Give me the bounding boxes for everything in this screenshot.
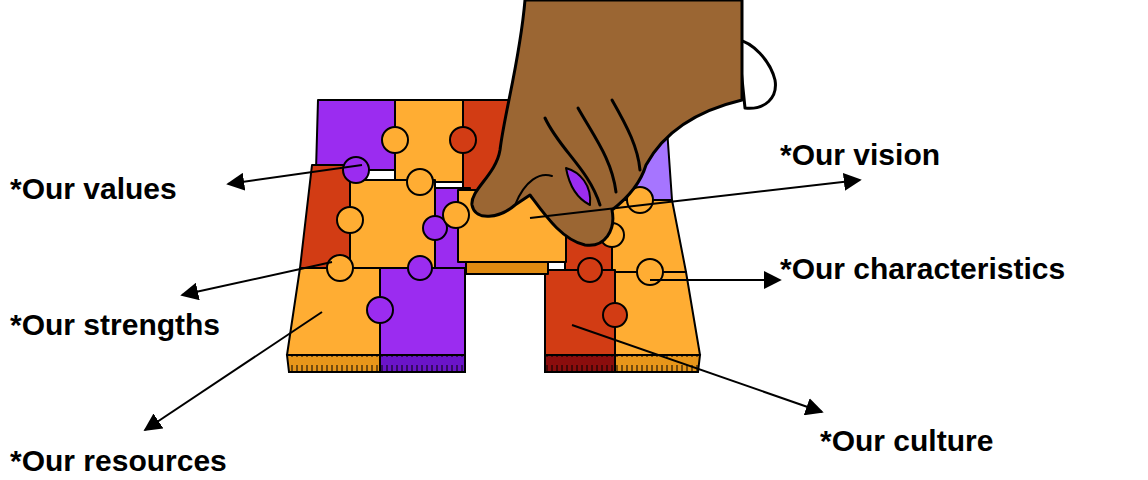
puzzle-knob bbox=[637, 259, 663, 285]
puzzle-knob bbox=[327, 255, 353, 281]
board-front-edge bbox=[287, 355, 700, 372]
puzzle-knob bbox=[337, 207, 363, 233]
leader-line bbox=[182, 262, 332, 295]
ruler-ticks bbox=[545, 355, 699, 372]
ruler-ticks bbox=[288, 355, 465, 372]
leader-lines bbox=[145, 165, 860, 430]
puzzle-piece-glimpse bbox=[566, 168, 590, 205]
label-text: *Our resources bbox=[10, 444, 330, 478]
label-text: *Our characteristics bbox=[780, 252, 1146, 286]
sleeve-cuff bbox=[738, 40, 775, 108]
leader-line bbox=[650, 279, 780, 281]
puzzle-knob bbox=[407, 169, 433, 195]
label-text: *Our vision bbox=[780, 138, 1140, 172]
label-text: *Our culture bbox=[820, 424, 1140, 458]
label-text: *Our values bbox=[10, 172, 270, 206]
puzzle-knob bbox=[443, 202, 469, 228]
puzzle-knob bbox=[382, 127, 408, 153]
thumb-line bbox=[515, 175, 552, 205]
leader-line bbox=[572, 325, 822, 412]
puzzle-knob bbox=[603, 303, 627, 327]
puzzle-piece bbox=[287, 268, 380, 355]
hand-illustration bbox=[472, 0, 776, 245]
label-text: *Our strengths bbox=[10, 308, 290, 342]
puzzle-knob bbox=[343, 157, 369, 183]
leader-line bbox=[228, 165, 362, 184]
leader-line bbox=[530, 180, 860, 218]
finger-line bbox=[578, 108, 616, 192]
puzzle-knob bbox=[408, 256, 432, 280]
puzzle-knob bbox=[367, 297, 393, 323]
piece-edge bbox=[466, 262, 548, 274]
puzzle-knob bbox=[450, 127, 476, 153]
puzzle-knob bbox=[578, 258, 602, 282]
finger-line bbox=[612, 100, 640, 170]
